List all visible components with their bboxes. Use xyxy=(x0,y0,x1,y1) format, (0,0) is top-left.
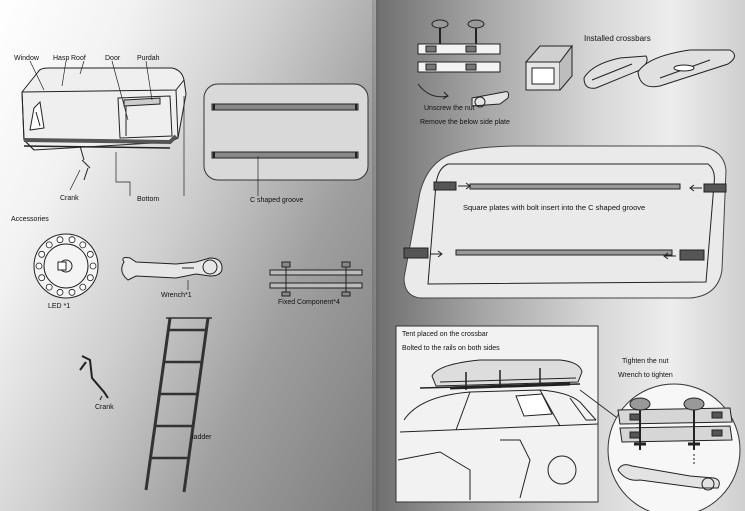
label-door: Door xyxy=(105,55,121,62)
label-roof: Roof xyxy=(71,55,86,62)
wrench-accessory xyxy=(121,257,223,290)
ladder-accessory xyxy=(144,317,212,493)
tent-base-diagram xyxy=(403,145,727,299)
label-tent-on-crossbar: Tent placed on the crossbar xyxy=(402,331,488,338)
label-crank-tent: Crank xyxy=(60,195,79,202)
crank-accessory xyxy=(79,355,109,401)
led-bulb xyxy=(79,283,87,291)
label-fixed-component: Fixed Component*4 xyxy=(278,299,340,306)
accessories-heading: Accessories xyxy=(11,216,49,223)
label-wrench-tighten: Wrench to tighten xyxy=(618,372,673,379)
label-ladder: ladder xyxy=(192,434,212,441)
led-bulb xyxy=(56,288,64,296)
label-c-groove: C shaped groove xyxy=(250,197,304,204)
led-bulb xyxy=(45,283,53,291)
bolt-plate-diagram xyxy=(417,19,509,108)
led-bulb xyxy=(79,241,87,249)
label-led: LED *1 xyxy=(48,303,71,310)
label-purdah: Purdah xyxy=(137,55,160,62)
label-window: Window xyxy=(14,55,39,62)
led-accessory xyxy=(33,233,99,299)
c-groove-panel xyxy=(203,83,369,196)
led-bulb xyxy=(68,288,76,296)
tighten-detail-circle xyxy=(607,383,741,511)
crossbar-profiles xyxy=(524,44,735,91)
led-bulb xyxy=(56,236,64,244)
label-bottom: Bottom xyxy=(137,196,160,203)
led-bulb xyxy=(45,241,53,249)
fixed-component-accessory xyxy=(269,261,363,297)
label-bolted-rails: Bolted to the rails on both sides xyxy=(402,345,500,352)
label-remove-plate: Remove the below side plate xyxy=(420,119,510,126)
led-bulb xyxy=(38,274,46,282)
label-hasp: Hasp xyxy=(53,55,70,62)
led-bulb xyxy=(86,274,94,282)
car-scene-box xyxy=(395,325,621,503)
label-wrench: Wrench*1 xyxy=(161,292,192,299)
led-bulb xyxy=(89,262,97,270)
page-gutter xyxy=(372,0,380,511)
label-installed-crossbars: Installed crossbars xyxy=(584,34,651,43)
led-bulb xyxy=(38,250,46,258)
tent-illustration xyxy=(21,60,187,196)
led-bulb xyxy=(86,250,94,258)
led-bulb xyxy=(35,262,43,270)
label-crank-accessory: Crank xyxy=(95,404,114,411)
led-bulb xyxy=(68,236,76,244)
label-tighten-nut: Tighten the nut xyxy=(622,358,669,365)
label-square-plates: Square plates with bolt insert into the … xyxy=(463,203,646,212)
label-unscrew-nut: Unscrew the nut xyxy=(424,105,475,112)
